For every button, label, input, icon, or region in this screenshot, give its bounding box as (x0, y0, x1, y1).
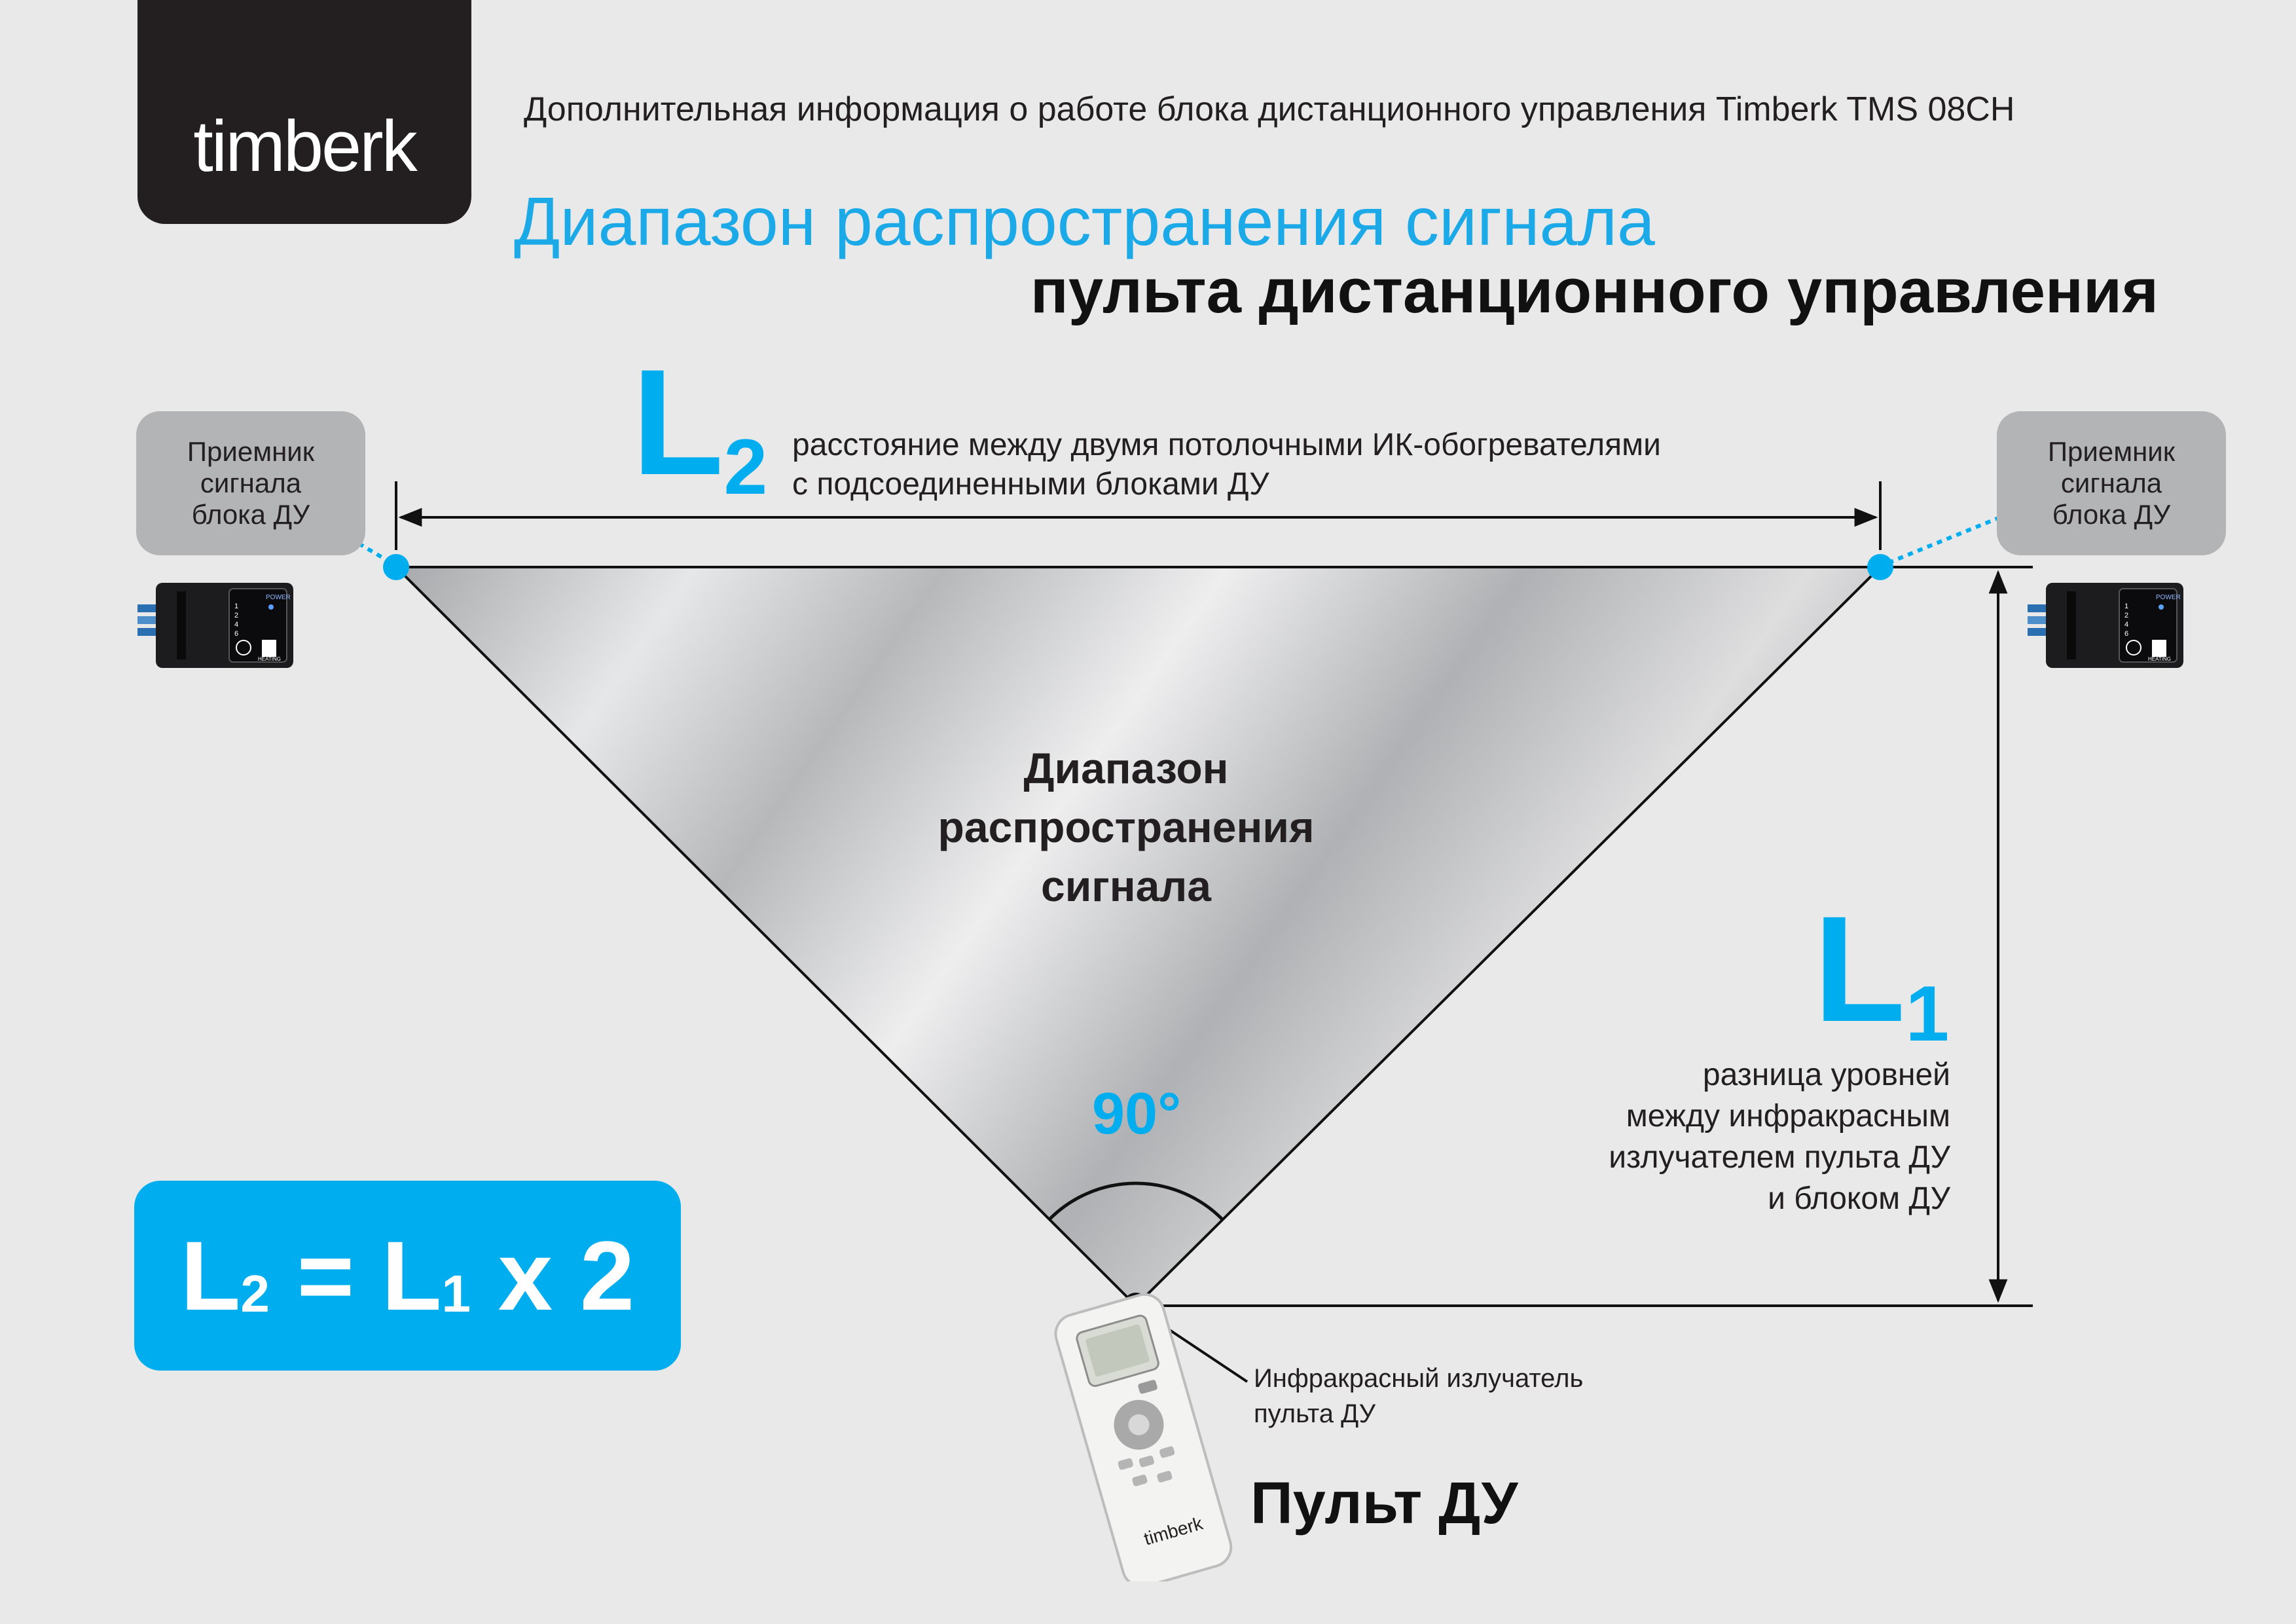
formula-rhs-index: 1 (441, 1264, 471, 1323)
right-device-label-heating: HEATING (2148, 656, 2171, 662)
left-device-label-power: POWER (266, 594, 291, 601)
formula-operator: = (269, 1220, 382, 1331)
page-subtitle: Дополнительная информация о работе блока… (524, 90, 2015, 128)
left-device-label-1: 1 (234, 602, 238, 610)
formula-multiplier: x 2 (471, 1220, 635, 1331)
right-receiver-point (1867, 554, 1893, 580)
brand-logo: timberk (137, 0, 471, 224)
logo-wordmark: timberk (193, 106, 418, 187)
remote-control-image: timberk (1054, 1293, 1233, 1581)
l1-symbol: L1 (1813, 894, 1949, 1054)
l1-description: разница уровней между инфракрасным излуч… (1609, 1058, 1950, 1216)
right-device-label-4: 4 (2124, 621, 2128, 629)
left-receiver-point (383, 554, 409, 580)
l2-description-line1: расстояние между двумя потолочными ИК-об… (792, 428, 1661, 462)
left-device-label-6: 6 (234, 630, 238, 638)
formula-rhs-letter: L (381, 1220, 442, 1331)
emitter-label: Инфракрасный излучатель пульта ДУ (1254, 1364, 1584, 1428)
right-receiver-device: POWER 1 2 4 6 HEATING (2028, 583, 2183, 668)
l1-index: 1 (1905, 970, 1950, 1058)
remote-title: Пульт ДУ (1250, 1471, 1518, 1536)
l2-description-line2: с подсоединенными блоками ДУ (792, 467, 1269, 502)
right-device-label-2: 2 (2124, 612, 2128, 619)
l2-index: 2 (723, 423, 768, 511)
formula-lhs-index: 2 (240, 1264, 270, 1323)
left-device-label-heating: HEATING (258, 656, 281, 662)
l2-symbol: L2 (632, 347, 767, 507)
formula-lhs-letter: L (180, 1220, 241, 1331)
l1-letter: L (1813, 885, 1906, 1053)
page-title-line2: пульта дистанционного управления (1030, 256, 2159, 326)
right-receiver-connector (1883, 515, 2001, 566)
left-receiver-label: Приемник сигнала блока ДУ (187, 436, 315, 530)
right-device-label-power: POWER (2156, 594, 2181, 601)
angle-label: 90° (1092, 1081, 1182, 1147)
left-receiver-device: POWER 1 2 4 6 HEATING (137, 583, 293, 668)
right-device-label-1: 1 (2124, 602, 2128, 610)
left-device-label-4: 4 (234, 621, 238, 629)
angle-arc (1048, 1181, 1224, 1221)
left-receiver-label-box: Приемник сигнала блока ДУ (136, 411, 365, 555)
right-device-label-6: 6 (2124, 630, 2128, 638)
l2-description: расстояние между двумя потолочными ИК-об… (792, 426, 1661, 504)
right-receiver-label: Приемник сигнала блока ДУ (2047, 436, 2176, 530)
signal-range-label: Диапазон распространения сигнала (938, 744, 1315, 910)
l2-letter: L (632, 338, 724, 506)
right-receiver-label-box: Приемник сигнала блока ДУ (1997, 411, 2226, 555)
page-title-line1: Диапазон распространения сигнала (514, 184, 1655, 260)
left-device-label-2: 2 (234, 612, 238, 619)
